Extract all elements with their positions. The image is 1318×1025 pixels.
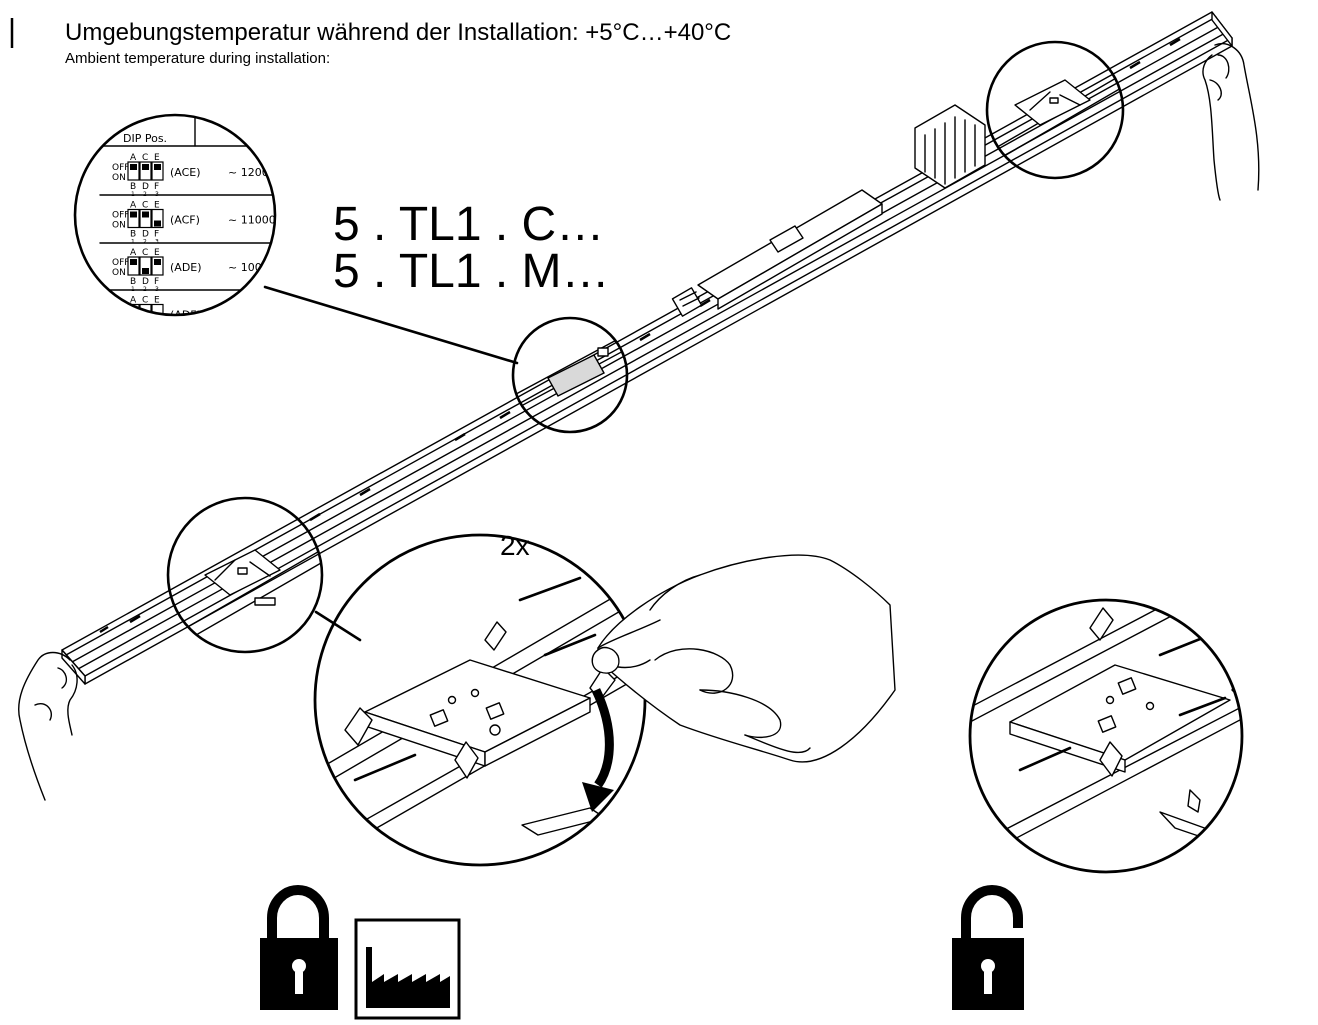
zoom-clip-released xyxy=(968,598,1244,874)
dip-top-letter: A xyxy=(130,153,137,163)
hand-holding-rail-right xyxy=(1202,43,1260,201)
type-label xyxy=(547,354,605,397)
zoom-clip-pressing xyxy=(313,533,647,867)
dip-off-label: OFF xyxy=(112,163,129,173)
dip-top-letter: A xyxy=(130,201,137,211)
padlock-closed-icon xyxy=(260,885,338,1010)
dip-top-letter: C xyxy=(142,296,148,306)
dip-knob xyxy=(154,164,161,170)
dip-header-lm: lm xyxy=(245,132,259,145)
dip-knob xyxy=(142,268,149,274)
dip-top-letter: E xyxy=(154,153,160,163)
luminaire-rail xyxy=(61,11,1233,685)
dip-knob xyxy=(154,316,161,322)
dip-top-letter: E xyxy=(154,248,160,258)
dip-off-label: OFF xyxy=(112,258,129,268)
dip-on-label: ON xyxy=(112,173,126,183)
dip-off-label: OFF xyxy=(112,211,129,221)
dip-number: 3 xyxy=(155,239,159,246)
dip-number: 3 xyxy=(155,191,159,198)
dip-on-label: ON xyxy=(112,316,126,326)
dip-lumen: ~ 11000 xyxy=(228,214,276,227)
repeat-count-label: 2x xyxy=(500,530,530,561)
dip-top-letter: C xyxy=(142,153,148,163)
dip-knob xyxy=(142,164,149,170)
dip-off-label: OFF xyxy=(112,306,129,316)
dip-header-pos: DIP Pos. xyxy=(123,132,167,145)
dip-number: 1 xyxy=(131,334,135,341)
dip-number: 3 xyxy=(155,286,159,293)
dip-switch xyxy=(127,161,140,181)
model-code-c: 5 . TL1 . C… xyxy=(333,198,604,251)
hand-holding-rail-left xyxy=(18,651,78,801)
dip-code: (ADE) xyxy=(170,261,202,274)
dip-on-label: ON xyxy=(112,268,126,278)
dip-top-letter: A xyxy=(130,296,137,306)
dip-number: 3 xyxy=(155,334,159,341)
dip-bottom-letter: F xyxy=(154,230,159,240)
dip-number: 1 xyxy=(131,286,135,293)
dip-knob xyxy=(142,316,149,322)
dip-switch xyxy=(151,208,164,229)
dip-number: 2 xyxy=(143,191,147,198)
dip-bottom-letter: F xyxy=(154,277,159,287)
dip-top-letter: A xyxy=(130,248,137,258)
dip-code: (ADF) xyxy=(170,309,201,322)
dip-bottom-letter: D xyxy=(142,325,149,335)
dip-switch xyxy=(139,303,152,315)
dip-switch xyxy=(151,256,164,276)
dip-knob xyxy=(142,211,149,218)
dip-number: 1 xyxy=(131,191,135,198)
dip-knob xyxy=(154,259,161,265)
padlock-open-icon xyxy=(952,885,1024,1010)
dip-top-letter: E xyxy=(154,201,160,211)
dip-number: 1 xyxy=(131,239,135,246)
dip-number: 2 xyxy=(143,239,147,246)
clip-detail-left xyxy=(166,496,324,654)
dip-code: (ACF) xyxy=(170,214,200,227)
press-arrow xyxy=(591,688,614,788)
dip-bottom-letter: B xyxy=(130,277,136,287)
dip-knob xyxy=(130,259,137,265)
hand-pressing-clip xyxy=(591,554,896,763)
dip-switch xyxy=(151,161,164,181)
dip-bottom-letter: B xyxy=(130,230,136,240)
dip-bottom-letter: D xyxy=(142,182,149,192)
dip-top-letter: C xyxy=(142,201,148,211)
dip-switch xyxy=(139,161,152,181)
dip-code: (ACE) xyxy=(170,166,201,179)
dip-lumen: ~ 10000 xyxy=(228,261,276,274)
dip-switch xyxy=(139,208,152,229)
dip-top-letter: E xyxy=(154,296,160,306)
dip-number: 2 xyxy=(143,286,147,293)
leader-line-dip xyxy=(263,285,519,365)
dip-knob xyxy=(130,164,137,170)
dip-switch xyxy=(127,256,140,276)
dip-bottom-letter: B xyxy=(130,325,136,335)
dip-knob xyxy=(154,220,161,227)
factory-icon xyxy=(354,918,461,1020)
dip-bottom-letter: F xyxy=(154,182,159,192)
dip-on-label: ON xyxy=(112,221,126,231)
dip-switch xyxy=(139,256,152,276)
label-detail-circle xyxy=(511,316,629,434)
dip-bottom-letter: F xyxy=(154,325,159,335)
dip-switch xyxy=(127,208,140,229)
leader-line-zoom xyxy=(314,610,362,642)
clip-detail-top-right xyxy=(985,40,1125,180)
dip-bottom-letter: D xyxy=(142,277,149,287)
terminal-block-large xyxy=(914,104,986,189)
dip-bottom-letter: D xyxy=(142,230,149,240)
terminal-block xyxy=(671,287,703,317)
model-code-m: 5 . TL1 . M… xyxy=(333,245,610,298)
dip-top-letter: C xyxy=(142,248,148,258)
dip-number: 2 xyxy=(143,334,147,341)
dip-bottom-letter: B xyxy=(130,182,136,192)
dip-knob xyxy=(130,211,137,218)
ambient-temperature-heading-en: Ambient temperature during installation: xyxy=(65,50,330,67)
ambient-temperature-heading-de: Umgebungstemperatur während der Installa… xyxy=(65,19,731,46)
